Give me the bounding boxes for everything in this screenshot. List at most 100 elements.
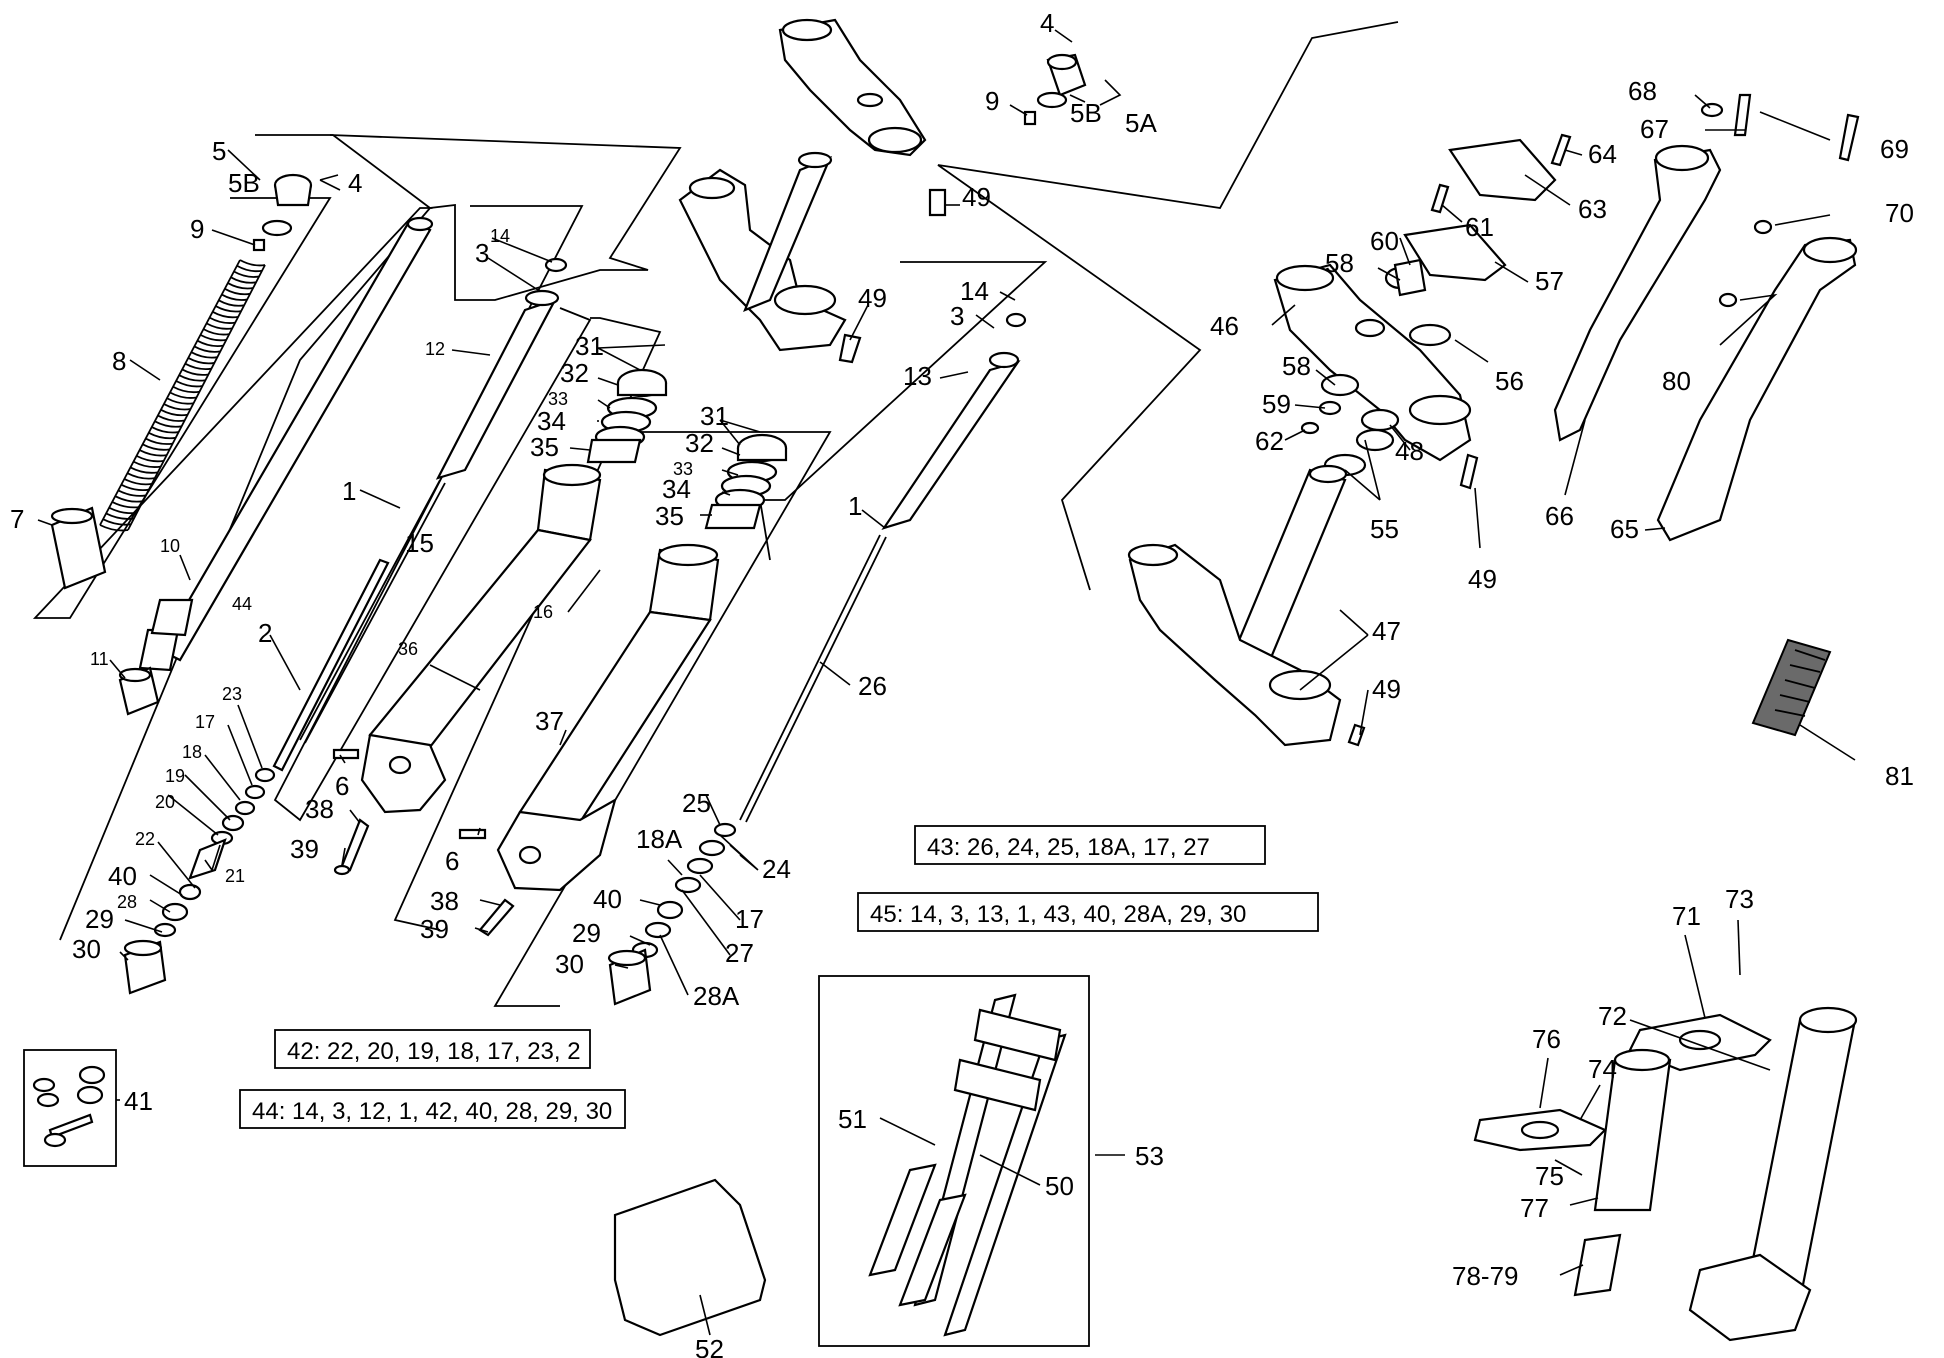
label-33-left: 33: [548, 389, 568, 409]
label-19: 19: [165, 766, 185, 786]
label-4: 4: [348, 168, 362, 198]
label-20: 20: [155, 792, 175, 812]
spring-coil: [227, 282, 254, 290]
spring-coil: [123, 478, 152, 486]
spring-coil: [184, 362, 212, 371]
label-14-left: 14: [490, 226, 510, 246]
label-39-left: 39: [290, 834, 319, 864]
label-22: 22: [135, 829, 155, 849]
fork-cap-5: [252, 173, 313, 252]
label-35-left: 35: [530, 432, 559, 462]
label-21: 21: [225, 866, 245, 886]
spring-coil: [233, 270, 260, 278]
label-70: 70: [1885, 198, 1914, 228]
label-9-top: 9: [985, 86, 999, 116]
label-76: 76: [1532, 1024, 1561, 1054]
label-41: 41: [124, 1086, 153, 1116]
bearing-48-55: [1323, 408, 1400, 477]
fork-cover-65: [1656, 236, 1858, 542]
label-25: 25: [682, 788, 711, 818]
spring-coil: [102, 518, 132, 526]
tube-77: [1593, 1048, 1672, 1212]
label-3-left: 3: [475, 238, 489, 268]
part-labels: 4 9 5B 5A 5 5B 4 9 8 7 10 11 14 3 12 1 1…: [10, 8, 1914, 1358]
spring-coil: [203, 328, 230, 336]
outline-left-spring-group: [32, 134, 433, 619]
label-8: 8: [112, 346, 126, 376]
kit-44-text: 44: 14, 3, 12, 1, 42, 40, 28, 29, 30: [252, 1098, 612, 1125]
label-5B: 5B: [228, 168, 260, 198]
label-58-top: 58: [1325, 248, 1354, 278]
leader-lines: [37, 29, 1856, 1336]
spring-coil: [230, 276, 257, 284]
bolt-38b-39b: [478, 898, 515, 937]
spring-coil: [160, 408, 188, 417]
spring-coil: [187, 357, 215, 365]
label-26: 26: [858, 671, 887, 701]
spring-coil: [133, 460, 161, 468]
label-6-right: 6: [445, 846, 459, 876]
bushing-11: [118, 666, 160, 716]
spring-coil: [190, 351, 218, 359]
seal-stack-right: [704, 433, 788, 530]
label-56: 56: [1495, 366, 1524, 396]
label-9: 9: [190, 214, 204, 244]
label-24: 24: [762, 854, 791, 884]
spring-coil: [108, 506, 138, 515]
label-81: 81: [1885, 761, 1914, 791]
label-40-left: 40: [108, 861, 137, 891]
label-60: 60: [1370, 226, 1399, 256]
seal-stack-left: [586, 368, 668, 464]
bag-52: [613, 1178, 767, 1337]
label-39-right: 39: [420, 914, 449, 944]
label-28: 28: [117, 892, 137, 912]
cap-5A-assembly: [1023, 53, 1087, 126]
spring-coil: [215, 305, 242, 313]
label-17-right: 17: [735, 904, 764, 934]
outline-right-fork-leg: [493, 431, 832, 1007]
outline-top-clamp-region: [937, 21, 1399, 591]
outline-middle-fork-leg: [393, 317, 662, 931]
spring-coil: [206, 322, 233, 330]
bolt-49a: [928, 188, 947, 217]
label-18: 18: [182, 742, 202, 762]
screws-67-70-80: [1700, 93, 1860, 308]
damper-tube-10: [138, 216, 434, 672]
label-33-right: 33: [673, 459, 693, 479]
spring-coil: [212, 311, 239, 319]
label-18A: 18A: [636, 824, 683, 854]
bolt-6a: [332, 748, 360, 760]
kit-boxes: 43: 26, 24, 25, 18A, 17, 27 45: 14, 3, 1…: [239, 825, 1319, 1129]
upper-triple-clamp-top: [778, 18, 927, 157]
kit-43-frame: [914, 825, 1266, 865]
label-75: 75: [1535, 1161, 1564, 1191]
label-63: 63: [1578, 194, 1607, 224]
label-48: 48: [1395, 436, 1424, 466]
label-77: 77: [1520, 1193, 1549, 1223]
kit-42-text: 42: 22, 20, 19, 18, 17, 23, 2: [287, 1038, 581, 1065]
damper-rod-26: [739, 534, 887, 823]
label-6-left: 6: [335, 771, 349, 801]
label-78-79: 78-79: [1452, 1261, 1519, 1291]
spring-coil: [224, 288, 251, 296]
lower-triple-clamp-center: [678, 151, 847, 352]
spring-coil: [114, 495, 144, 503]
damper-rod-2: [272, 558, 390, 772]
kit-41-box: [23, 1049, 117, 1167]
label-10: 10: [160, 536, 180, 556]
assembly-outlines: [32, 21, 1399, 1007]
spring-coil: [111, 501, 141, 509]
label-44: 44: [232, 594, 252, 614]
outline-left-fork-leg: [273, 205, 592, 822]
label-64: 64: [1588, 139, 1617, 169]
label-68: 68: [1628, 76, 1657, 106]
spring-coil: [200, 334, 227, 342]
kit-44-frame: [239, 1089, 626, 1129]
label-72: 72: [1598, 1001, 1627, 1031]
shim-78-79: [1573, 1233, 1622, 1297]
label-15: 15: [405, 528, 434, 558]
spring-coil: [193, 345, 221, 353]
label-27: 27: [725, 938, 754, 968]
spring-coil: [221, 293, 248, 301]
label-30-left: 30: [72, 934, 101, 964]
